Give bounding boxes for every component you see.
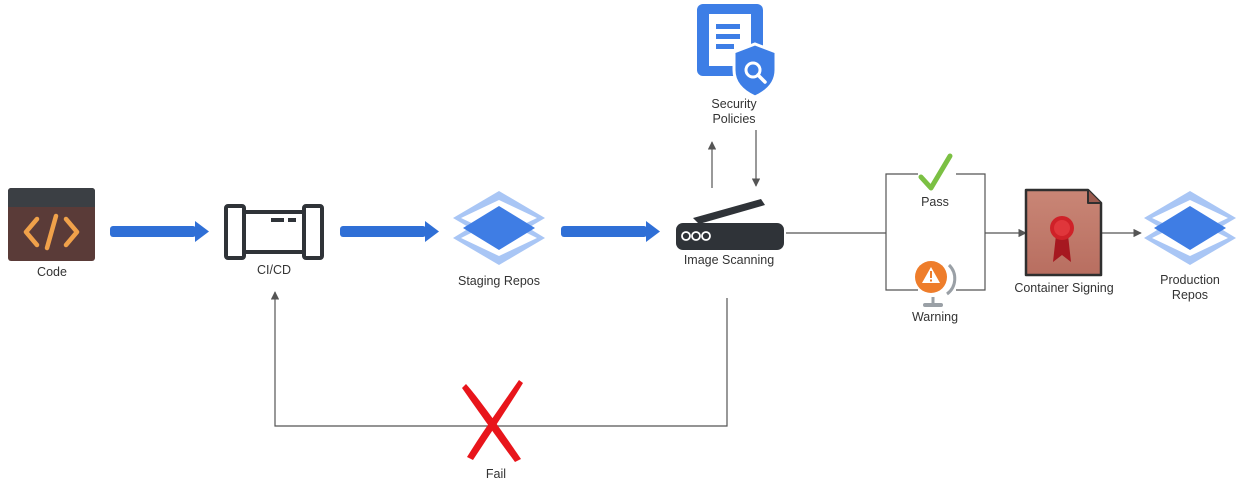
connector-gate-warning-branch [956, 173, 986, 291]
node-label-image-scanning: Image Scanning [683, 253, 775, 267]
scanner-icon [676, 199, 784, 250]
pipeline-icon [224, 204, 324, 260]
layers-icon [453, 191, 545, 265]
node-label-container-signing: Container Signing [1014, 281, 1114, 295]
label-line: Repos [1171, 288, 1209, 302]
policy-document-icon [697, 4, 778, 99]
node-label-warning: Warning [911, 310, 959, 324]
node-label-cicd: CI/CD [256, 263, 292, 277]
node-label-production-repos: Production Repos [1144, 273, 1236, 303]
code-icon [8, 188, 95, 261]
node-label-fail: Fail [485, 467, 507, 481]
red-x-icon [462, 380, 523, 462]
label-line: Policies [712, 112, 756, 126]
flow-arrow-code-to-cicd [110, 221, 209, 242]
node-label-security-policies: Security Policies [684, 97, 784, 127]
flow-arrow-staging-to-scanning [561, 221, 660, 242]
checkmark-icon [918, 153, 953, 191]
certificate-icon [1024, 188, 1103, 277]
node-label-staging-repos: Staging Repos [457, 274, 540, 288]
label-line: Production [1160, 273, 1220, 287]
node-label-code: Code [37, 265, 67, 279]
flow-arrow-cicd-to-staging [340, 221, 439, 242]
layers-icon [1144, 191, 1236, 265]
connector-fail-loop [270, 291, 728, 427]
warning-icon [915, 261, 957, 307]
connector-gate-pass-branch [885, 173, 918, 291]
label-line: Security [711, 97, 757, 111]
node-label-pass: Pass [921, 195, 949, 209]
